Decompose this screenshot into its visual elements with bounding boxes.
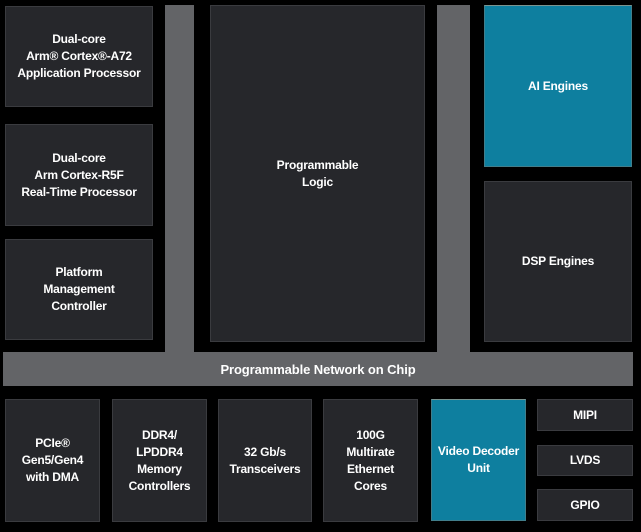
block-memory-controllers: DDR4/ LPDDR4 Memory Controllers	[112, 399, 207, 522]
block-programmable-logic: Programmable Logic	[210, 5, 425, 342]
block-ai-engines: AI Engines	[484, 5, 632, 167]
programmable-network-on-chip-bar: Programmable Network on Chip	[3, 352, 633, 386]
block-ethernet-cores: 100G Multirate Ethernet Cores	[323, 399, 418, 522]
block-lvds: LVDS	[537, 445, 633, 476]
vertical-bus-right	[437, 5, 470, 357]
vertical-bus-left	[165, 5, 194, 357]
block-mipi: MIPI	[537, 399, 633, 431]
block-application-processor: Dual-core Arm® Cortex®-A72 Application P…	[5, 6, 153, 107]
block-platform-management-controller: Platform Management Controller	[5, 239, 153, 340]
block-video-decoder-unit: Video Decoder Unit	[431, 399, 526, 521]
block-gpio: GPIO	[537, 489, 633, 521]
block-realtime-processor: Dual-core Arm Cortex-R5F Real-Time Proce…	[5, 124, 153, 226]
block-dsp-engines: DSP Engines	[484, 181, 632, 342]
noc-label: Programmable Network on Chip	[220, 361, 416, 377]
block-transceivers: 32 Gb/s Transceivers	[218, 399, 312, 522]
block-pcie: PCIe® Gen5/Gen4 with DMA	[5, 399, 100, 522]
